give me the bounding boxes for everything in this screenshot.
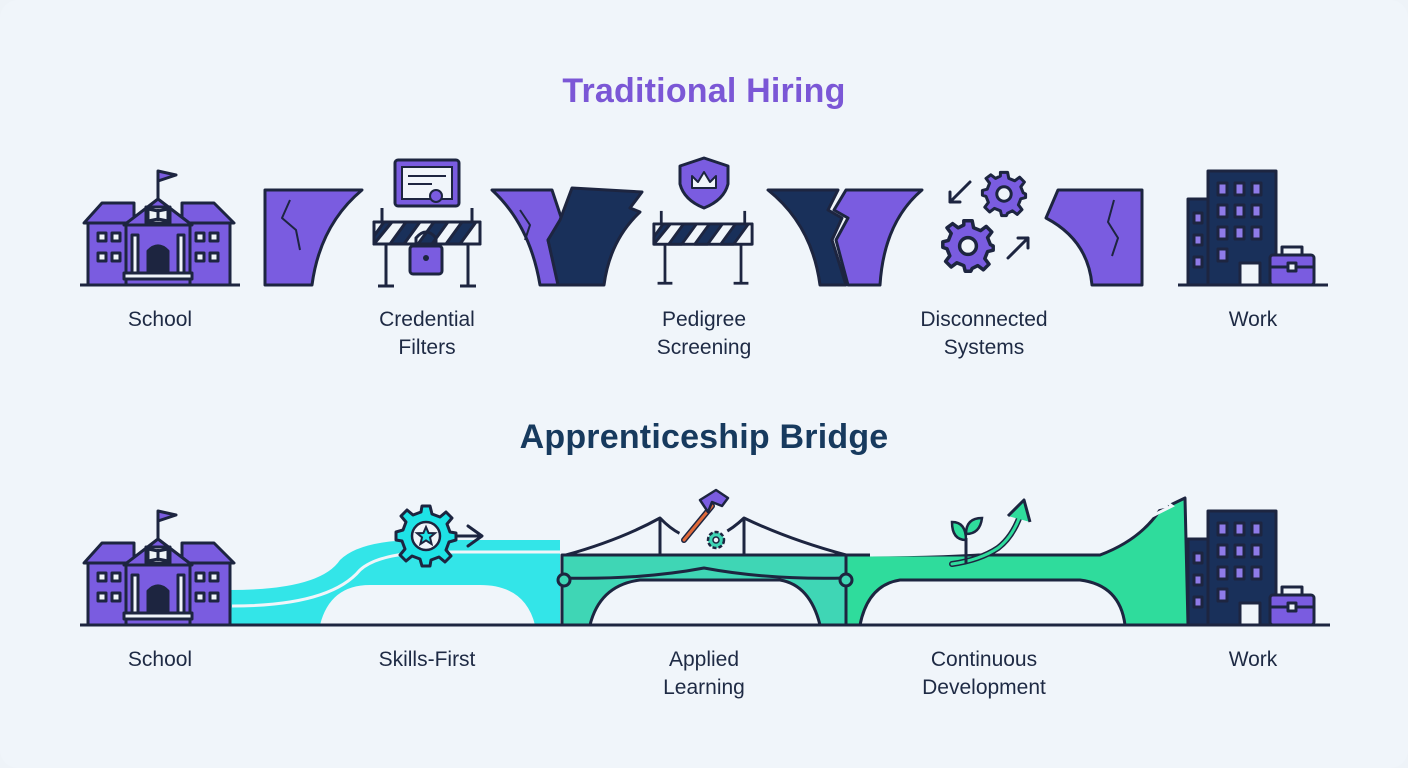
broken-path-segment (263, 186, 644, 287)
step-label-continuous: Continuous Development (922, 648, 1046, 699)
step-label-work: Work (1228, 648, 1278, 671)
step-label-applied: Applied Learning (663, 648, 745, 699)
broken-path-segment (766, 188, 1144, 287)
gear-star-arrow-icon (394, 504, 484, 568)
bridge-structure (556, 496, 1190, 627)
school-building-icon (80, 169, 240, 287)
step-label-work: Work (1228, 308, 1278, 331)
crown-shield-barrier-icon (652, 156, 754, 285)
certificate-lock-barrier-icon (372, 158, 482, 288)
step-label-disconnected: Disconnected Systems (920, 308, 1048, 359)
step-label-pedigree: Pedigree Screening (656, 308, 752, 359)
step-label-school: School (127, 648, 193, 671)
hammer-gear-icon (676, 488, 732, 552)
sprout-growth-arrow-icon (949, 498, 1032, 567)
step-label-skills-first: Skills-First (378, 648, 476, 671)
step-label-credential: Credential Filters (379, 308, 475, 359)
step-label-school: School (127, 308, 193, 331)
bridge-row (80, 488, 1330, 627)
office-building-briefcase-icon (1178, 169, 1328, 287)
apprenticeship-bridge-title: Apprenticeship Bridge (519, 418, 889, 456)
traditional-row (80, 156, 1328, 288)
school-building-icon (80, 509, 240, 627)
disconnected-gears-icon (941, 170, 1030, 273)
traditional-hiring-title: Traditional Hiring (562, 72, 846, 110)
office-building-briefcase-icon (1178, 509, 1328, 627)
